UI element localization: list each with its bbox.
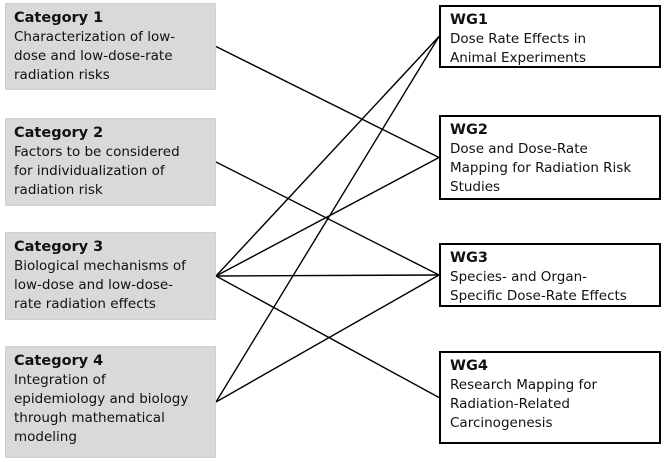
link-cat-4-to-wg-1 bbox=[215, 36, 440, 403]
category-4-description: Integration of epidemiology and biology … bbox=[14, 372, 189, 445]
category-3-title: Category 3 bbox=[14, 239, 104, 255]
wg-2-box: WG2 Dose and Dose-Rate Mapping for Radia… bbox=[439, 115, 661, 200]
wg-2-title: WG2 bbox=[450, 122, 488, 138]
wg-1-box: WG1 Dose Rate Effects in Animal Experime… bbox=[439, 5, 661, 68]
category-1-box: Category 1 Characterization of low- dose… bbox=[5, 3, 216, 90]
category-1-description: Characterization of low- dose and low-do… bbox=[14, 29, 176, 83]
wg-3-title: WG3 bbox=[450, 250, 488, 266]
wg-3-box: WG3 Species- and Organ- Specific Dose-Ra… bbox=[439, 243, 661, 307]
wg-1-description: Dose Rate Effects in Animal Experiments bbox=[450, 31, 587, 66]
wg-3-description: Species- and Organ- Specific Dose-Rate E… bbox=[450, 269, 627, 304]
category-2-description: Factors to be considered for individuali… bbox=[14, 144, 180, 198]
link-cat-3-to-wg-3 bbox=[215, 274, 440, 277]
link-cat-3-to-wg-1 bbox=[215, 36, 440, 277]
category-2-title: Category 2 bbox=[14, 125, 104, 141]
wg-2-description: Dose and Dose-Rate Mapping for Radiation… bbox=[450, 141, 632, 195]
category-2-box: Category 2 Factors to be considered for … bbox=[5, 118, 216, 206]
category-4-title: Category 4 bbox=[14, 353, 104, 369]
link-cat-4-to-wg-3 bbox=[215, 274, 440, 403]
link-cat-3-to-wg-4 bbox=[215, 275, 440, 399]
category-3-box: Category 3 Biological mechanisms of low-… bbox=[5, 232, 216, 320]
category-1-title: Category 1 bbox=[14, 10, 104, 26]
category-3-description: Biological mechanisms of low-dose and lo… bbox=[14, 258, 186, 312]
wg-4-box: WG4 Research Mapping for Radiation-Relat… bbox=[439, 351, 661, 444]
wg-1-title: WG1 bbox=[450, 12, 488, 28]
link-cat-1-to-wg-2 bbox=[215, 45, 440, 159]
link-cat-3-to-wg-2 bbox=[215, 156, 440, 277]
category-4-box: Category 4 Integration of epidemiology a… bbox=[5, 346, 216, 458]
wg-4-description: Research Mapping for Radiation-Related C… bbox=[450, 377, 598, 431]
wg-4-title: WG4 bbox=[450, 358, 488, 374]
